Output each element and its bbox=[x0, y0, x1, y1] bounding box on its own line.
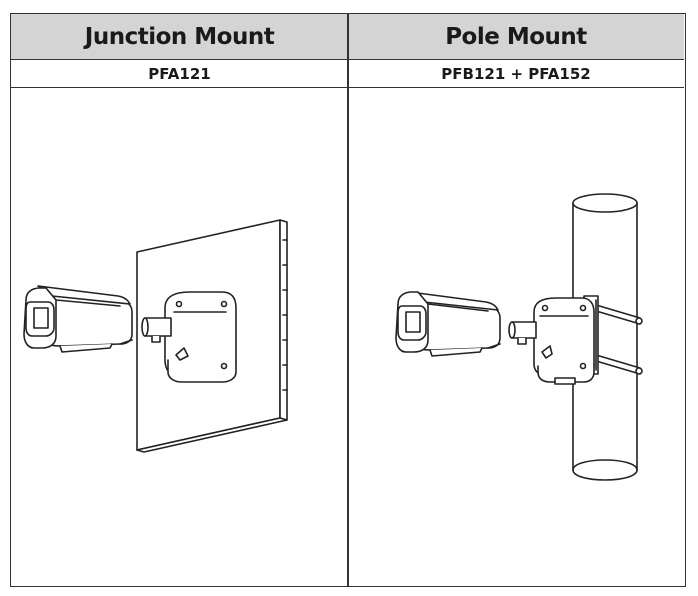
bracket-arm-illustration-pole bbox=[508, 321, 537, 345]
model-pole-mount: PFB121 + PFA152 bbox=[348, 60, 684, 88]
camera-illustration-junction bbox=[23, 285, 133, 353]
column-divider bbox=[347, 14, 349, 586]
bracket-arm-illustration bbox=[141, 317, 172, 343]
mount-table: Junction Mount Pole Mount PFA121 PFB121 … bbox=[10, 13, 686, 587]
pole-illustration bbox=[572, 193, 638, 481]
camera-illustration-pole bbox=[395, 291, 501, 357]
junction-box-illustration-pole bbox=[533, 297, 595, 385]
junction-box-illustration bbox=[164, 291, 237, 383]
model-junction-mount: PFA121 bbox=[11, 60, 348, 88]
header-pole-mount: Pole Mount bbox=[348, 14, 684, 60]
header-junction-mount: Junction Mount bbox=[11, 14, 348, 60]
